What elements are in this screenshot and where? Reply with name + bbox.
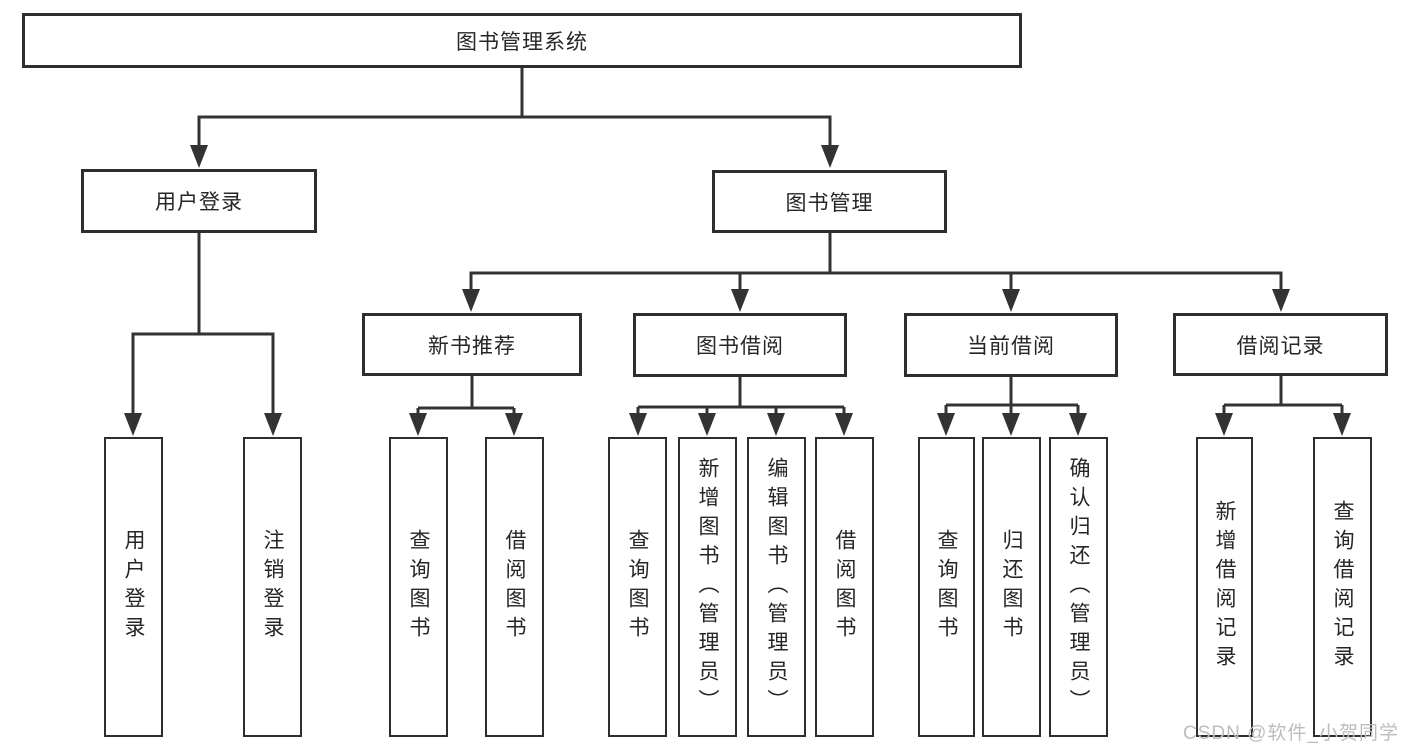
leaf-return-books: 归还图书	[982, 437, 1041, 737]
arrowhead	[409, 413, 427, 436]
leaf-label: 用户登录	[122, 529, 145, 645]
arrowhead	[1333, 413, 1351, 436]
leaf-query-books-recommend: 查询图书	[389, 437, 448, 737]
leaf-label: 注销登录	[261, 529, 284, 645]
leaf-label: 归还图书	[1000, 529, 1023, 645]
leaf-borrow-books-recommend: 借阅图书	[485, 437, 544, 737]
arrowhead	[1069, 413, 1087, 436]
node-root-library-system: 图书管理系统	[22, 13, 1022, 68]
arrowhead	[698, 413, 716, 436]
arrowhead	[767, 413, 785, 436]
leaf-confirm-return-admin: 确认归还（管理员）	[1049, 437, 1108, 737]
leaf-add-books-admin: 新增图书（管理员）	[678, 437, 737, 737]
csdn-watermark: CSDN @软件_小贺同学	[1183, 723, 1399, 744]
arrowhead	[462, 289, 480, 312]
arrowhead	[505, 413, 523, 436]
arrowhead	[264, 413, 282, 436]
leaf-add-borrow-record: 新增借阅记录	[1196, 437, 1253, 737]
leaf-borrow-books: 借阅图书	[815, 437, 874, 737]
node-book-management: 图书管理	[712, 170, 947, 233]
arrowhead	[629, 413, 647, 436]
leaf-label: 查询图书	[626, 529, 649, 645]
leaf-query-books-current: 查询图书	[918, 437, 975, 737]
arrowhead	[835, 413, 853, 436]
node-user-login: 用户登录	[81, 169, 317, 233]
arrowhead	[124, 413, 142, 436]
leaf-query-books-borrow: 查询图书	[608, 437, 667, 737]
arrowhead	[821, 145, 839, 168]
leaf-label: 借阅图书	[833, 529, 856, 645]
connector-lines	[131, 68, 1344, 419]
arrowhead	[1215, 413, 1233, 436]
leaf-label: 查询图书	[407, 529, 430, 645]
arrowhead	[731, 289, 749, 312]
node-current-borrow: 当前借阅	[904, 313, 1118, 377]
leaf-label: 查询图书	[935, 529, 958, 645]
arrowhead	[1272, 289, 1290, 312]
leaf-edit-books-admin: 编辑图书（管理员）	[747, 437, 806, 737]
node-new-book-recommend: 新书推荐	[362, 313, 582, 376]
arrowhead	[1002, 289, 1020, 312]
leaf-label: 新增借阅记录	[1213, 500, 1236, 674]
arrowhead	[937, 413, 955, 436]
leaf-label: 查询借阅记录	[1331, 500, 1354, 674]
arrowhead	[190, 145, 208, 168]
leaf-user-login: 用户登录	[104, 437, 163, 737]
arrowheads	[124, 145, 1351, 436]
leaf-label: 新增图书（管理员）	[696, 456, 719, 718]
arrowhead	[1002, 413, 1020, 436]
leaf-label: 借阅图书	[503, 529, 526, 645]
node-book-borrow: 图书借阅	[633, 313, 847, 377]
leaf-label: 确认归还（管理员）	[1067, 456, 1090, 718]
leaf-label: 编辑图书（管理员）	[765, 456, 788, 718]
node-borrow-records: 借阅记录	[1173, 313, 1388, 376]
leaf-logout: 注销登录	[243, 437, 302, 737]
leaf-query-borrow-record: 查询借阅记录	[1313, 437, 1372, 737]
